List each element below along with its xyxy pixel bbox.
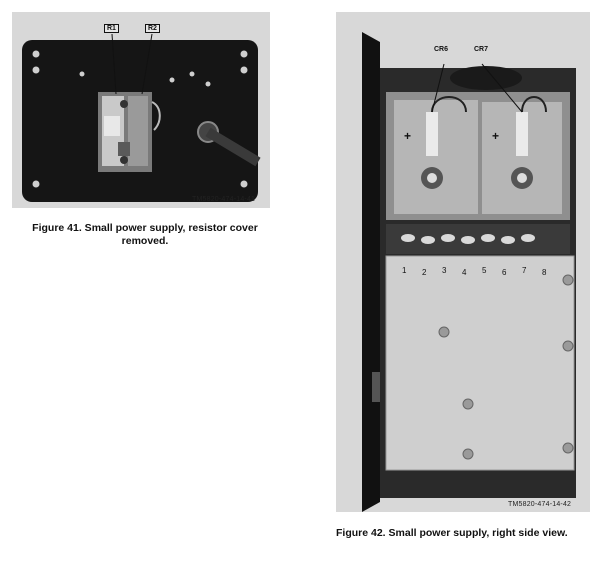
terminal-number: 3 — [442, 266, 447, 275]
figure-41-caption-line-1: Figure 41. Small power supply, resistor … — [32, 222, 258, 234]
terminal-numbers: 1 2 3 4 5 6 7 8 — [398, 264, 568, 284]
svg-text:+: + — [404, 129, 411, 143]
figure-41-caption: Figure 41. Small power supply, resistor … — [20, 222, 270, 248]
svg-text:+: + — [492, 129, 499, 143]
figure-41-photo: R1 R2 TM5820-474-14-41 — [12, 12, 270, 208]
figure-42-caption: Figure 42. Small power supply, right sid… — [336, 527, 568, 539]
terminal-number: 8 — [542, 268, 547, 277]
figure-41-tm-number: TM5820-474-14-41 — [192, 196, 256, 203]
figure-41-caption-line-2: removed. — [121, 235, 169, 247]
callout-cr6: CR6 — [434, 46, 449, 53]
terminal-number: 1 — [402, 266, 407, 275]
terminal-number: 4 — [462, 268, 467, 277]
callout-cr7: CR7 — [474, 46, 489, 53]
terminal-number: 6 — [502, 268, 507, 277]
figure-41-illustration — [22, 33, 261, 202]
figure-42-photo: + + CR6 CR7 1 2 3 4 5 6 7 8 — [336, 12, 590, 512]
terminal-number: 5 — [482, 266, 487, 275]
terminal-number: 7 — [522, 266, 527, 275]
callout-r2: R2 — [145, 24, 160, 33]
figure-42-tm-number: TM5820-474-14-42 — [508, 501, 572, 508]
callout-r1: R1 — [104, 24, 119, 33]
figure-42-illustration: + + — [362, 32, 576, 512]
terminal-number: 2 — [422, 268, 427, 277]
